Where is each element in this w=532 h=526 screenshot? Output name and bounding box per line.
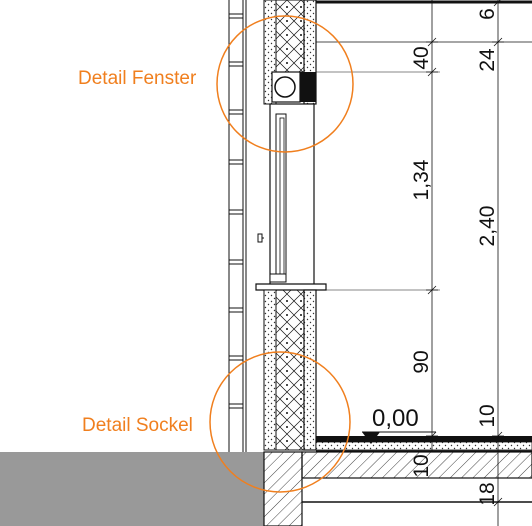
dim-outer-3: 2,40 [476,206,499,247]
dimension-lines [426,0,504,526]
ground-area [0,452,264,526]
dim-outer-5: 18 [476,482,499,505]
dim-outer-4: 10 [476,404,499,427]
callout-label-base: Detail Sockel [82,415,193,436]
floor-slab [315,436,532,452]
dim-inner-3: 90 [410,350,433,373]
window-element [255,103,327,291]
top-slab [316,0,532,291]
wall-upper [263,0,317,105]
dim-outer-2: 24 [476,48,499,72]
callout-label-window: Detail Fenster [78,68,197,89]
roller-shutter-icon [274,76,296,98]
dim-inner-2: 1,34 [410,159,433,200]
elevation-marker: 0,00 [362,405,436,444]
dim-inner-4: 10 [410,454,433,477]
foundation [263,451,532,526]
facade-cladding [228,0,247,452]
elevation-label: 0,00 [372,405,419,432]
dim-inner-1: 40 [410,46,433,69]
callout-circle-base [209,351,351,493]
wall-lower [263,289,317,451]
callout-circle-window [216,15,354,153]
dim-outer-1: 6 [476,8,499,20]
